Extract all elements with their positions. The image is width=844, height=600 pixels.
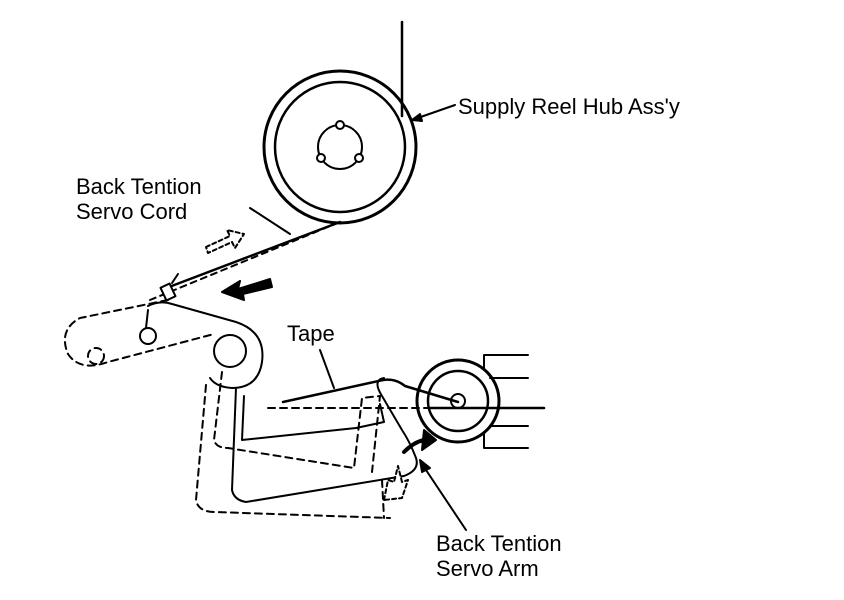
solid-arm-arrow-head [421,429,437,451]
leader-servo-cord [249,207,291,235]
leader-tape [319,349,335,389]
dashed-arm-arrow [383,465,409,501]
label-tape-text: Tape [287,321,335,346]
servo-cord-dashed [149,221,341,301]
supply-reel-hub [262,69,418,225]
solid-direction-arrow [221,278,273,301]
leader-arrowhead [411,113,423,122]
servo-arm [139,301,418,503]
cord-clamp-tip [171,273,179,284]
label-servo-cord-line2: Servo Cord [76,199,188,224]
servo-cord [167,220,342,289]
dashed-direction-arrow [205,229,245,254]
label-servo-arm-line2: Servo Arm [436,556,539,581]
guide-roller [415,354,529,449]
label-back-tention-servo-arm: Back Tention Servo Arm [436,531,562,581]
tape-line-wrap [381,378,460,404]
solid-arm-arrow-shaft [402,438,426,454]
label-supply-reel-hub-text: Supply Reel Hub Ass'y [458,94,680,119]
label-servo-arm-line1: Back Tention [436,531,562,556]
label-tape: Tape [287,321,335,346]
leader-servo-arm-head [419,459,431,473]
label-back-tention-servo-cord: Back Tention Servo Cord [76,174,202,224]
leader-servo-arm [421,463,467,531]
label-supply-reel-hub: Supply Reel Hub Ass'y [458,94,680,119]
tape-line [281,378,385,404]
label-servo-cord-line1: Back Tention [76,174,202,199]
cord-clamp [159,282,177,302]
servo-arm-alternate-position [64,299,391,519]
